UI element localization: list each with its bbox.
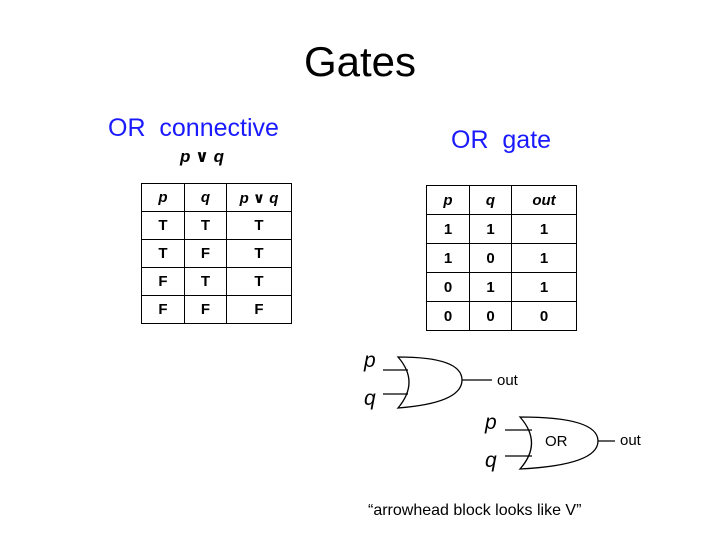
or-connective-truth-table: p q p ∨ q T T T T F T F T T F F F xyxy=(141,183,292,324)
table-cell: 1 xyxy=(469,272,512,302)
table-header-row: p q out xyxy=(426,185,577,215)
table-cell: 0 xyxy=(511,301,577,331)
table-row: 1 0 1 xyxy=(426,243,577,273)
table-cell: T xyxy=(184,211,227,240)
caption: “arrowhead block looks like V” xyxy=(368,502,582,519)
table-cell: 0 xyxy=(426,301,470,331)
table-cell: 1 xyxy=(511,243,577,273)
or-gate-truth-table: p q out 1 1 1 1 0 1 0 1 1 0 0 0 xyxy=(426,185,577,331)
gate2-body-label: OR xyxy=(545,433,568,450)
or-connective-heading: OR connective xyxy=(108,114,279,142)
or-gate-symbol-2 xyxy=(505,416,615,470)
table-row: 0 0 0 xyxy=(426,301,577,331)
table-row: F F F xyxy=(141,295,292,324)
table-cell: 0 xyxy=(469,301,512,331)
table-cell: 1 xyxy=(426,243,470,273)
gate2-output-label: out xyxy=(620,432,641,449)
or-gate-heading: OR gate xyxy=(451,126,552,154)
table-cell: T xyxy=(226,211,292,240)
table-row: T T T xyxy=(141,211,292,240)
or-gate-symbol-1 xyxy=(383,356,492,409)
table-row: 0 1 1 xyxy=(426,272,577,302)
table-cell: F xyxy=(226,295,292,324)
gate1-output-label: out xyxy=(497,372,518,389)
gate2-input-q-label: q xyxy=(485,449,497,472)
slide-title: Gates xyxy=(303,38,417,85)
column-header-p-or-q: p ∨ q xyxy=(226,183,292,212)
table-cell: F xyxy=(184,295,227,324)
table-cell: 1 xyxy=(511,272,577,302)
or-expression: p ∨ q xyxy=(180,147,225,166)
gate1-input-q-label: q xyxy=(364,387,376,410)
table-cell: F xyxy=(184,239,227,268)
table-row: 1 1 1 xyxy=(426,214,577,244)
gate1-input-p-label: p xyxy=(364,349,376,372)
gate2-input-p-label: p xyxy=(485,411,497,434)
